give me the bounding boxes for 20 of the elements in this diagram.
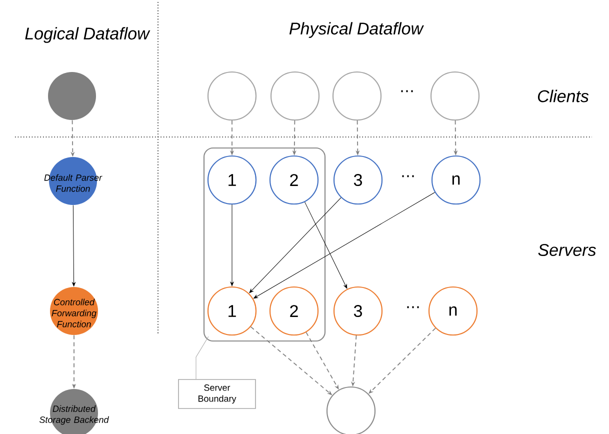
client-circle [430, 71, 480, 121]
arrow [249, 197, 342, 294]
client-circle [332, 71, 382, 121]
heading: Physical Dataflow [289, 22, 424, 38]
client-circle [207, 71, 257, 121]
heading: Logical Dataflow [25, 27, 150, 43]
arrow [304, 202, 348, 289]
row-label: Servers [538, 244, 596, 256]
ellipsis: ⋯ [402, 175, 414, 178]
server-boundary-box [203, 147, 326, 342]
arrow [72, 204, 76, 286]
function-circle [48, 72, 96, 120]
row-label: Clients [538, 90, 589, 102]
label-box: Server Boundary [178, 379, 256, 409]
ellipsis: ⋯ [401, 90, 413, 92]
ellipsis: ⋯ [407, 306, 419, 308]
arrow [230, 204, 234, 286]
arrow [254, 192, 436, 299]
leader-line [196, 336, 209, 380]
client-circle [270, 71, 320, 121]
